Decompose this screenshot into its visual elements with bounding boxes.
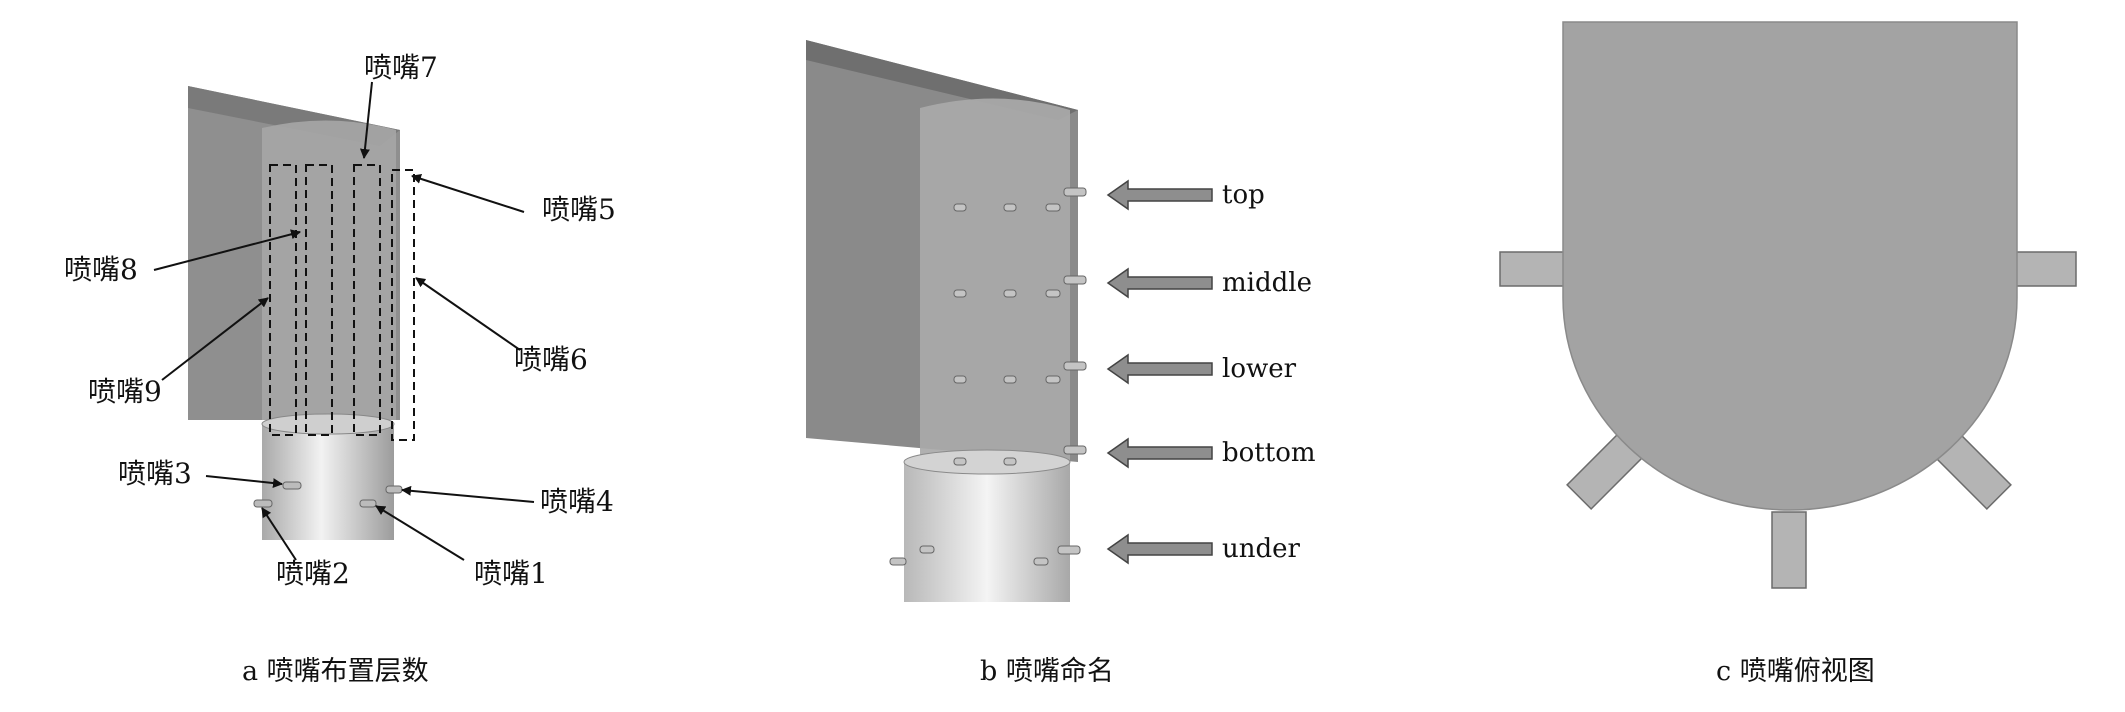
nozzle-3 — [282, 481, 302, 490]
caption-a: a 喷嘴布置层数 — [242, 656, 429, 687]
panel-c-drawing — [1499, 21, 2077, 589]
label-nozzle-4: 喷嘴4 — [540, 485, 614, 518]
leader-3 — [205, 475, 283, 489]
nozzle-bottom — [1771, 511, 1807, 589]
column-box-8 — [305, 164, 333, 436]
column-box-9 — [269, 164, 297, 436]
nozzle-2 — [253, 499, 273, 508]
label-nozzle-2: 喷嘴2 — [276, 557, 350, 590]
column-box-7 — [353, 164, 381, 436]
caption-b: b 喷嘴命名 — [980, 656, 1114, 687]
strut-lower-rim-b — [903, 449, 1071, 475]
leader-4 — [401, 485, 535, 503]
nozzles-middle — [953, 275, 1087, 298]
leader-6 — [415, 277, 521, 351]
nozzles-under — [889, 545, 1081, 566]
label-nozzle-7: 喷嘴7 — [364, 51, 438, 84]
panel-a-drawing — [153, 81, 535, 561]
level-label-middle: middle — [1222, 268, 1312, 298]
nozzle-4 — [385, 485, 403, 494]
leader-8 — [153, 229, 301, 271]
arrow-bottom — [1106, 437, 1213, 469]
panel-a-nozzle-layers: 喷嘴7 喷嘴5 喷嘴8 喷嘴6 喷嘴9 喷嘴3 喷嘴4 喷嘴2 喷嘴1 a 喷嘴… — [0, 0, 708, 712]
leader-1 — [375, 505, 465, 561]
nozzles-bottom — [953, 445, 1087, 466]
label-nozzle-5: 喷嘴5 — [542, 193, 616, 226]
arrow-under — [1106, 533, 1213, 565]
arrow-lower — [1106, 353, 1213, 385]
top-view-body — [1562, 21, 2018, 511]
block-arrows — [1106, 179, 1213, 565]
nozzles-top — [953, 187, 1087, 212]
caption-c: c 喷嘴俯视图 — [1716, 656, 1875, 687]
level-label-lower: lower — [1222, 354, 1297, 384]
strut-lower — [262, 424, 394, 540]
leader-5 — [411, 173, 525, 213]
panel-b-drawing — [806, 40, 1213, 602]
strut-upper-b — [920, 98, 1070, 462]
nozzle-left — [1499, 251, 1571, 287]
label-nozzle-3: 喷嘴3 — [118, 457, 192, 490]
strut-upper — [262, 120, 396, 421]
leader-2 — [261, 507, 297, 561]
leader-9 — [161, 297, 269, 381]
label-nozzle-6: 喷嘴6 — [514, 343, 588, 376]
label-nozzle-8: 喷嘴8 — [64, 253, 138, 286]
arrow-top — [1106, 179, 1213, 211]
strut-lower-rim — [261, 413, 395, 435]
level-label-bottom: bottom — [1222, 438, 1316, 468]
column-box-5 — [391, 169, 415, 441]
arrow-middle — [1106, 267, 1213, 299]
panel-c-top-view: c 喷嘴俯视图 — [1416, 0, 2125, 712]
nozzles-lower — [953, 361, 1087, 384]
label-nozzle-9: 喷嘴9 — [88, 375, 162, 408]
panel-b-nozzle-naming: top middle lower bottom under b 喷嘴命名 — [708, 0, 1416, 712]
strut-lower-b — [904, 462, 1070, 602]
label-nozzle-1: 喷嘴1 — [474, 557, 548, 590]
leader-7 — [359, 81, 373, 159]
level-label-under: under — [1222, 534, 1300, 564]
level-label-top: top — [1222, 180, 1265, 210]
nozzle-1 — [359, 499, 377, 508]
